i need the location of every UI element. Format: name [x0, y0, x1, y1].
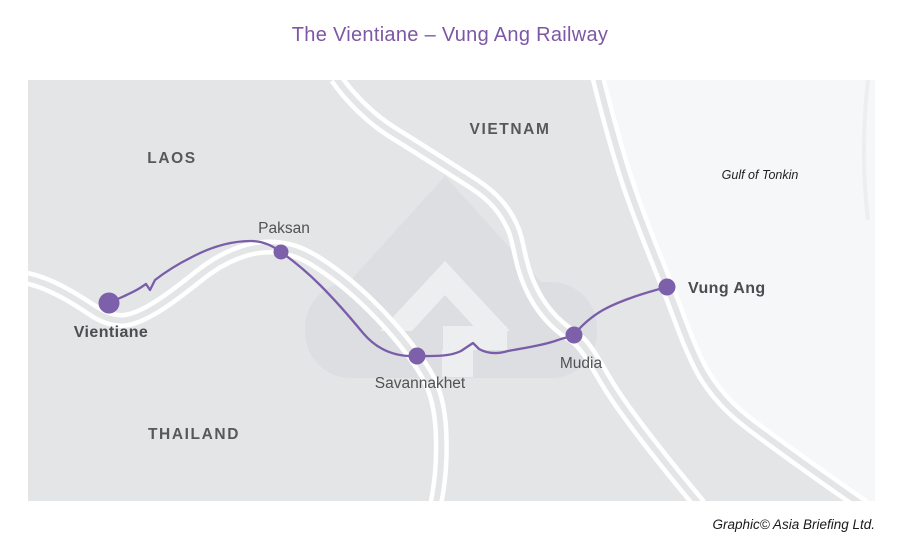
station-label-vung-ang: Vung Ang — [688, 280, 766, 297]
station-dot-savannakhet — [408, 347, 426, 365]
laos-vietnam-border-line — [329, 73, 706, 510]
coastline-line — [590, 76, 869, 513]
country-label-thailand: THAILAND — [148, 426, 240, 443]
gulf-of-tonkin-sea — [598, 78, 875, 514]
station-dot-vung-ang — [658, 278, 676, 296]
water-label-gulf-of-tonkin: Gulf of Tonkin — [722, 168, 799, 182]
station-dot-paksan — [273, 244, 289, 260]
mekong-river-line — [24, 239, 449, 505]
station-dot-mudia — [565, 326, 583, 344]
graphic-credit: Graphic© Asia Briefing Ltd. — [712, 517, 875, 532]
station-label-paksan: Paksan — [258, 220, 310, 237]
station-dot-vientiane — [98, 292, 120, 314]
map-canvas: LAOS VIETNAM THAILAND Gulf of Tonkin Vie… — [24, 73, 875, 514]
railway-map: LAOS VIETNAM THAILAND Gulf of Tonkin Vie… — [24, 73, 875, 514]
sea-detail-line — [861, 79, 870, 221]
page-title: The Vientiane – Vung Ang Railway — [291, 24, 609, 46]
country-label-vietnam: VIETNAM — [470, 121, 551, 138]
country-label-laos: LAOS — [147, 150, 196, 167]
station-label-mudia: Mudia — [560, 355, 603, 372]
station-label-savannakhet: Savannakhet — [375, 375, 466, 392]
station-label-vientiane: Vientiane — [74, 324, 148, 341]
